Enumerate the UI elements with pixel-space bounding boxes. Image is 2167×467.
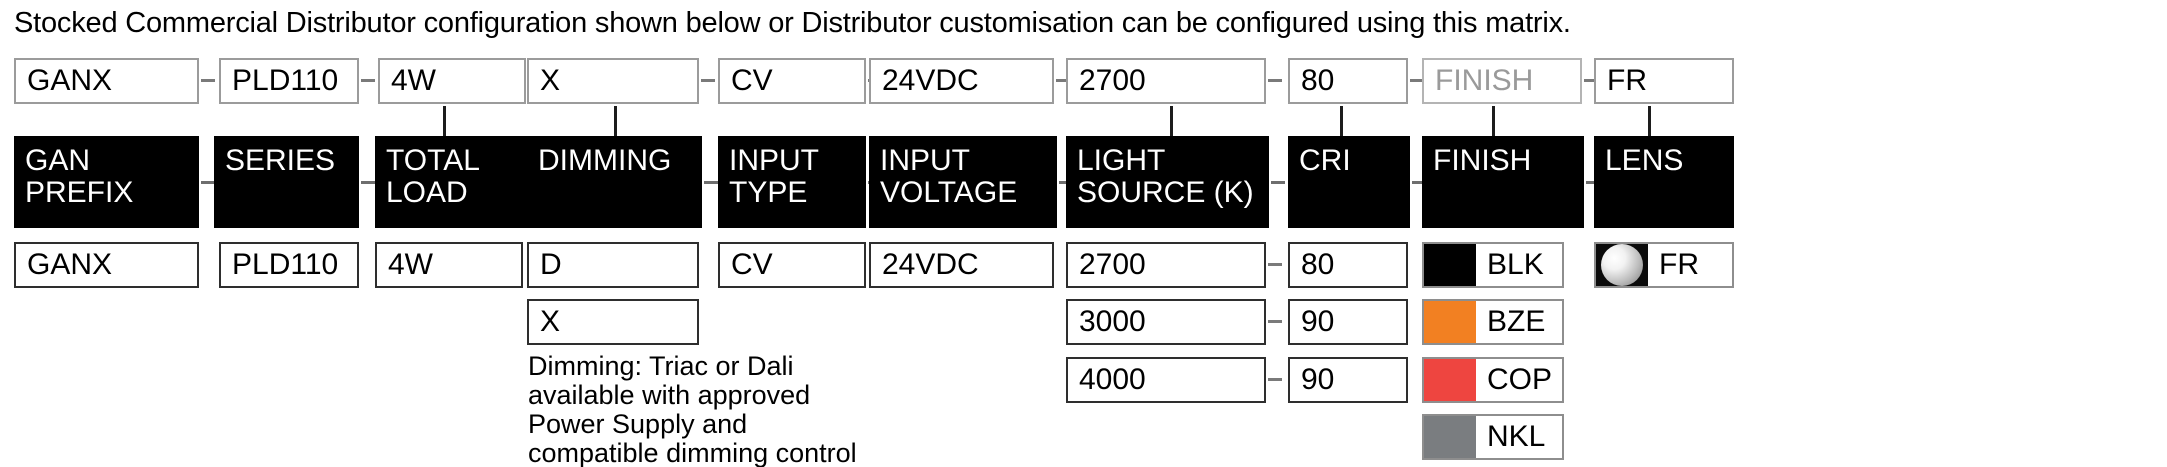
header-separator-1 [201,181,215,184]
config-value-total-load[interactable]: 4W [378,58,526,104]
finish-code-nkl: NKL [1487,420,1546,453]
connector-stem-lens [1648,106,1651,138]
config-separator-8 [1410,79,1424,82]
header-separator-8 [1412,181,1426,184]
header-gan-prefix: GAN PREFIX [14,136,199,228]
config-separator-7 [1268,79,1282,82]
option-series-1[interactable]: PLD110 [219,242,359,288]
config-separator-1 [201,79,215,82]
config-separator-9 [1584,79,1598,82]
option-input-voltage-1[interactable]: 24VDC [869,242,1054,288]
config-value-dimming[interactable]: X [527,58,699,104]
header-total-load: TOTAL LOAD [375,136,527,228]
option-input-type-1[interactable]: CV [718,242,866,288]
connector-stem-total-load [443,106,446,138]
config-separator-4 [701,79,715,82]
lens-code-fr: FR [1659,248,1699,281]
header-series: SERIES [214,136,359,228]
connector-stem-cri [1340,106,1343,138]
option-separator-ls-cri-2 [1268,320,1282,323]
config-value-gan-prefix[interactable]: GANX [14,58,199,104]
option-total-load-1[interactable]: 4W [375,242,523,288]
header-separator-9 [1586,181,1600,184]
finish-code-bze: BZE [1487,305,1546,338]
header-cri: CRI [1288,136,1410,228]
config-value-input-voltage[interactable]: 24VDC [869,58,1054,104]
option-dimming-1[interactable]: D [527,242,699,288]
finish-color-chip-nkl [1424,416,1476,458]
config-value-cri[interactable]: 80 [1288,58,1408,104]
config-value-series[interactable]: PLD110 [219,58,359,104]
config-value-input-type[interactable]: CV [718,58,866,104]
finish-color-chip-blk [1424,244,1476,286]
connector-stem-dimming [614,106,617,138]
option-finish-cop[interactable]: COP [1422,357,1564,403]
option-light-source-3[interactable]: 4000 [1066,357,1266,403]
option-dimming-2[interactable]: X [527,299,699,345]
config-separator-6 [1056,79,1070,82]
header-input-voltage: INPUT VOLTAGE [869,136,1057,228]
config-value-light-source[interactable]: 2700 [1066,58,1266,104]
option-light-source-2[interactable]: 3000 [1066,299,1266,345]
option-gan-prefix-1[interactable]: GANX [14,242,199,288]
header-separator-2 [361,181,375,184]
finish-color-chip-cop [1424,359,1476,401]
intro-text: Stocked Commercial Distributor configura… [14,7,1571,39]
dimming-note: Dimming: Triac or Dali available with ap… [528,351,857,467]
header-finish: FINISH [1422,136,1584,228]
config-value-finish[interactable]: FINISH [1422,58,1582,104]
header-lens: LENS [1594,136,1734,228]
finish-code-blk: BLK [1487,248,1544,281]
option-cri-1[interactable]: 80 [1288,242,1408,288]
option-cri-3[interactable]: 90 [1288,357,1408,403]
connector-stem-light-source [1170,106,1173,138]
frosted-circle-icon [1601,244,1643,286]
option-cri-2[interactable]: 90 [1288,299,1408,345]
connector-stem-finish [1492,106,1495,138]
header-dimming: DIMMING [527,136,702,228]
config-separator-2 [361,79,375,82]
option-lens-fr[interactable]: FR [1594,242,1734,288]
header-light-source: LIGHT SOURCE (K) [1066,136,1269,228]
lens-frosted-icon [1596,244,1648,286]
finish-color-chip-bze [1424,301,1476,343]
header-separator-7 [1271,181,1285,184]
option-separator-ls-cri-3 [1268,378,1282,381]
option-separator-ls-cri-1 [1268,263,1282,266]
header-input-type: INPUT TYPE [718,136,866,228]
header-separator-4 [704,181,718,184]
option-finish-nkl[interactable]: NKL [1422,414,1564,460]
option-finish-blk[interactable]: BLK [1422,242,1564,288]
option-light-source-1[interactable]: 2700 [1066,242,1266,288]
config-value-lens[interactable]: FR [1594,58,1734,104]
finish-code-cop: COP [1487,363,1553,396]
option-finish-bze[interactable]: BZE [1422,299,1564,345]
